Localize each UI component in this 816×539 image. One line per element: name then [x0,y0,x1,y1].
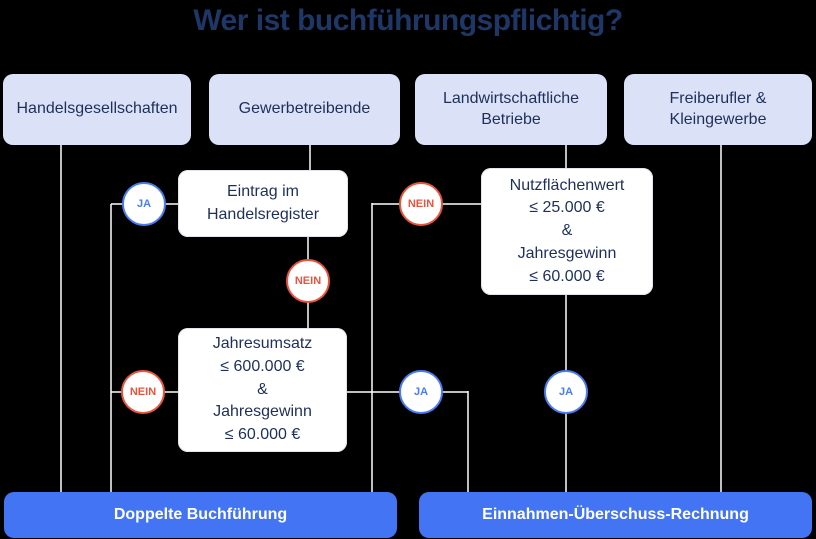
header-label: Landwirtschaftliche Betriebe [442,89,580,128]
result-bar-einnahmen-ueberschuss-rechnung: Einnahmen-Überschuss-Rechnung [419,492,812,538]
header-label: Gewerbetreibende [238,100,371,118]
decision-label: Eintrag im Handelsregister [206,182,320,223]
page-title: Wer ist buchführungspflichtig? [193,4,623,37]
badge-nein-jahresumsatz: NEIN [121,370,165,414]
header-box-freiberufler-kleingewerbe: Freiberufler & Kleingewerbe [624,74,812,145]
decision-box-handelsregister: Eintrag im Handelsregister [178,170,348,237]
badge-nein-handelsregister: NEIN [286,259,330,303]
result-label: Doppelte Buchführung [113,506,288,523]
badge-ja-nutzflaechenwert: JA [544,370,588,414]
header-box-handelsgesellschaften: Handelsgesellschaften [3,74,191,145]
result-label: Einnahmen-Überschuss-Rechnung [482,506,749,523]
header-label: Handelsgesellschaften [16,100,178,118]
result-bar-doppelte-buchfuehrung: Doppelte Buchführung [4,492,397,538]
decision-box-jahresumsatz: Jahresumsatz ≤ 600.000 € & Jahresgewinn … [178,328,347,452]
header-label: Freiberufler & Kleingewerbe [669,89,767,128]
header-box-gewerbetreibende: Gewerbetreibende [209,74,400,145]
decision-box-nutzflaechenwert: Nutzflächenwert ≤ 25.000 € & Jahresgewin… [481,168,653,295]
badge-ja-jahresumsatz: JA [399,370,443,414]
badge-nein-nutzflaechenwert: NEIN [399,182,443,226]
decision-label: Nutzflächenwert ≤ 25.000 € & Jahresgewin… [509,176,625,285]
decision-label: Jahresumsatz ≤ 600.000 € & Jahresgewinn … [212,335,313,444]
header-box-landwirtschaftliche-betriebe: Landwirtschaftliche Betriebe [415,74,607,145]
badge-ja-handelsregister: JA [122,182,166,226]
